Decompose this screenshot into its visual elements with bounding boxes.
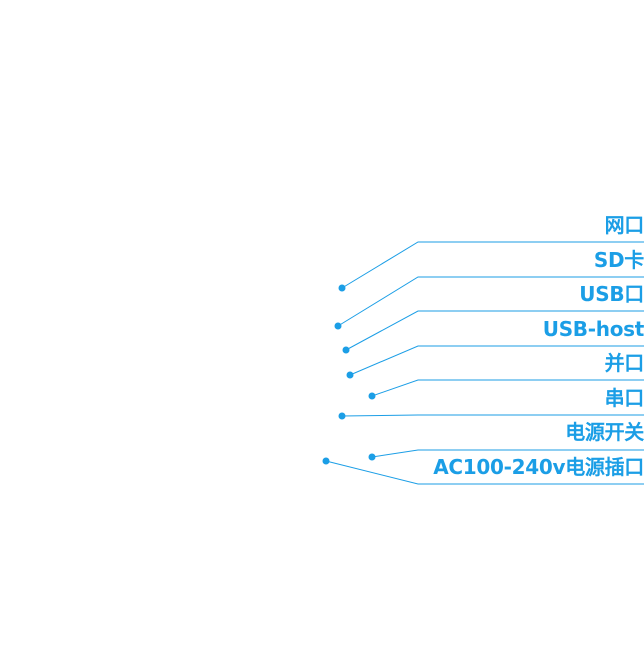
label-net-port: 网口 bbox=[604, 213, 644, 237]
anchor-dot bbox=[334, 322, 342, 330]
leader-power-switch bbox=[368, 449, 644, 461]
leader-net-port bbox=[338, 241, 644, 292]
label-sd-card: SD卡 bbox=[593, 248, 644, 272]
leader-sd-card bbox=[334, 276, 644, 330]
anchor-dot bbox=[338, 284, 346, 292]
leader-usb-port bbox=[342, 310, 644, 354]
leader-serial-port bbox=[338, 412, 644, 420]
label-usb-port: USB口 bbox=[579, 282, 644, 306]
anchor-dot bbox=[368, 453, 376, 461]
label-ac-power-inlet: AC100-240v电源插口 bbox=[433, 455, 644, 479]
leader-usb-host bbox=[346, 345, 644, 379]
label-power-switch: 电源开关 bbox=[565, 420, 644, 444]
anchor-dot bbox=[338, 412, 346, 420]
leader-parallel-port bbox=[368, 379, 644, 400]
leader-ac-power-inlet bbox=[322, 457, 644, 485]
anchor-dot bbox=[342, 346, 350, 354]
label-parallel-port: 并口 bbox=[604, 351, 644, 375]
label-serial-port: 串口 bbox=[604, 386, 644, 410]
anchor-dot bbox=[368, 392, 376, 400]
anchor-dot bbox=[346, 371, 354, 379]
anchor-dot bbox=[322, 457, 330, 465]
label-usb-host: USB-host bbox=[542, 317, 644, 341]
